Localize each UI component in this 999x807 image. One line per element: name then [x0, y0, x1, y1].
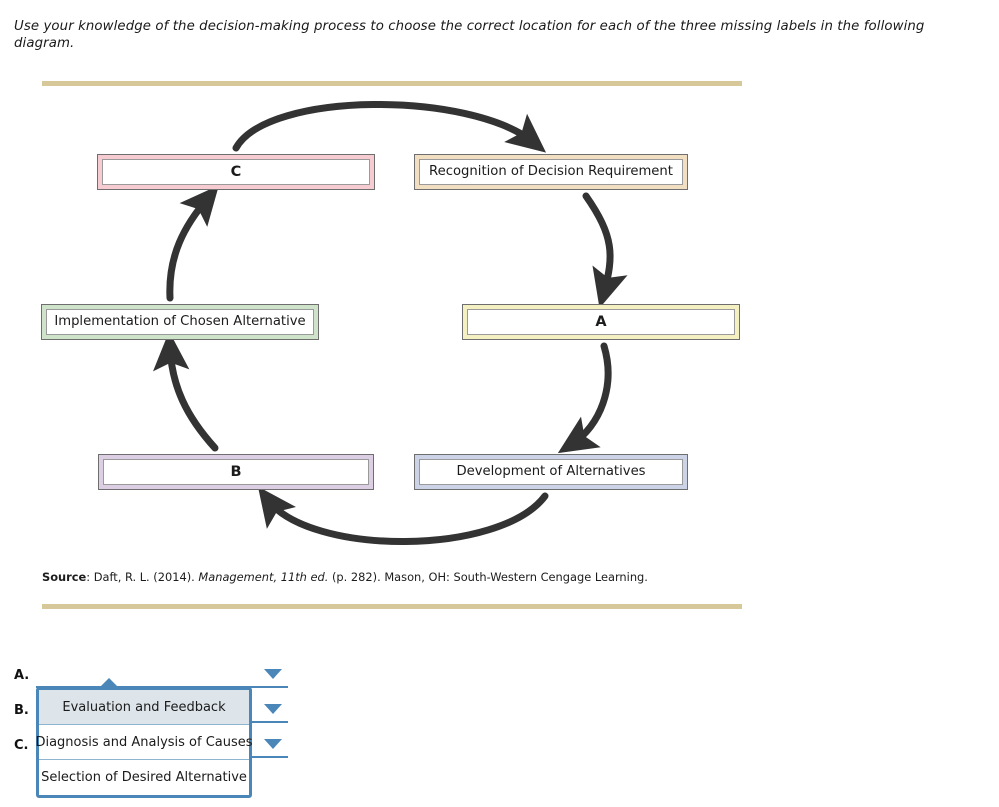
- decision-process-diagram: C Recognition of Decision Requirement Im…: [0, 86, 999, 556]
- diagram-node-implementation-label: Implementation of Chosen Alternative: [46, 309, 314, 335]
- answer-label-a: A.: [14, 667, 30, 683]
- chevron-down-icon[interactable]: [264, 669, 282, 679]
- diagram-node-c: C: [97, 154, 375, 190]
- arrow-c-to-recognition: [232, 100, 547, 153]
- diagram-node-a-label: A: [467, 309, 735, 335]
- diagram-node-b: B: [98, 454, 374, 490]
- chevron-down-icon[interactable]: [264, 704, 282, 714]
- dropdown-option-diagnosis-and-analysis-of-causes[interactable]: Diagnosis and Analysis of Causes: [35, 725, 253, 760]
- diagram-node-recognition-label: Recognition of Decision Requirement: [419, 159, 683, 185]
- diagram-node-development: Development of Alternatives: [414, 454, 688, 490]
- diagram-node-development-label: Development of Alternatives: [419, 459, 683, 485]
- arrow-b-to-implementation: [153, 331, 219, 452]
- source-title: Management, 11th ed.: [198, 570, 329, 584]
- source-text-after: (p. 282). Mason, OH: South-Western Cenga…: [328, 570, 648, 584]
- diagram-node-b-label: B: [103, 459, 369, 485]
- diagram-node-recognition: Recognition of Decision Requirement: [414, 154, 688, 190]
- diagram-node-c-label: C: [102, 159, 370, 185]
- arrow-a-to-development: [557, 342, 612, 454]
- dropdown-option-selection-of-desired-alternative[interactable]: Selection of Desired Alternative: [39, 760, 249, 795]
- dropdown-option-evaluation-and-feedback[interactable]: Evaluation and Feedback: [39, 690, 249, 725]
- answer-select-a[interactable]: [36, 662, 288, 688]
- source-label: Source: [42, 570, 87, 584]
- question-prompt: Use your knowledge of the decision-makin…: [14, 19, 925, 52]
- divider-top: [42, 81, 742, 86]
- divider-bottom: [42, 604, 742, 609]
- answer-row-a: A.: [14, 661, 288, 689]
- answer-label-c: C.: [14, 737, 29, 753]
- source-text-before: : Daft, R. L. (2014).: [86, 570, 199, 584]
- diagram-node-implementation: Implementation of Chosen Alternative: [41, 304, 319, 340]
- chevron-down-icon[interactable]: [264, 739, 282, 749]
- diagram-node-a: A: [462, 304, 740, 340]
- dropdown-options-panel[interactable]: Evaluation and Feedback Diagnosis and An…: [35, 687, 253, 798]
- arrow-development-to-b: [257, 486, 549, 545]
- dropdown-pointer-icon: [98, 678, 120, 689]
- arrow-recognition-to-a: [582, 192, 628, 309]
- source-citation: Source: Daft, R. L. (2014). Management, …: [42, 570, 648, 584]
- answer-label-b: B.: [14, 702, 29, 718]
- arrow-implementation-to-c: [166, 185, 219, 302]
